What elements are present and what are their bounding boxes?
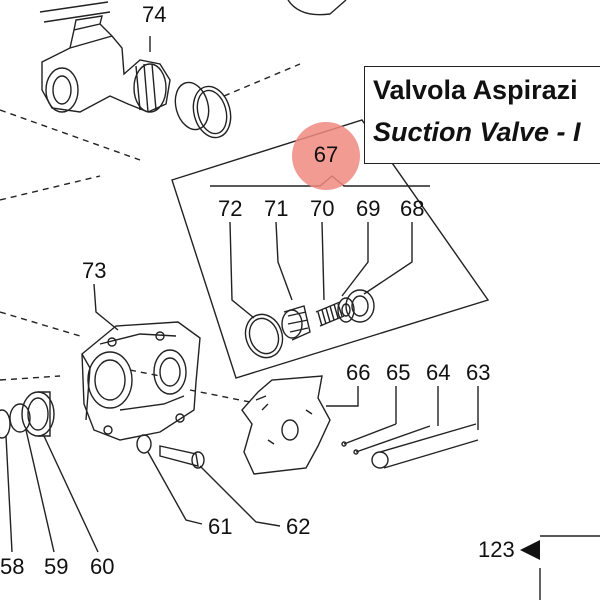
label-64: 64 <box>426 360 450 385</box>
label-58: 58 <box>0 554 24 579</box>
part-73-pump-head <box>81 321 201 441</box>
top-part-fragment <box>287 0 347 16</box>
valve-leaders <box>229 221 413 319</box>
label-61: 61 <box>208 514 232 539</box>
part-66-plate <box>241 375 331 475</box>
leader-66 <box>326 386 359 407</box>
part-72-oring <box>244 313 284 359</box>
label-68: 68 <box>400 196 424 221</box>
reference-label: 123 <box>478 537 515 562</box>
leader-73 <box>93 283 119 331</box>
part-64-pin <box>353 425 431 455</box>
label-62: 62 <box>286 514 310 539</box>
part-62-bolt <box>159 445 205 469</box>
part-74-manifold <box>41 15 171 113</box>
bolt-leaders <box>147 451 281 527</box>
label-69: 69 <box>356 196 380 221</box>
alignment-lines <box>0 63 301 403</box>
part-58-ring <box>0 409 11 439</box>
title-english: Suction Valve - I <box>373 117 581 147</box>
reference-frame <box>539 535 600 600</box>
label-71: 71 <box>264 196 288 221</box>
label-66: 66 <box>346 360 370 385</box>
part-71-valve-cage <box>281 305 311 341</box>
part-65-pin <box>341 423 397 447</box>
label-59: 59 <box>44 554 68 579</box>
part-70-spring <box>315 301 345 327</box>
part-68-seat <box>345 289 375 323</box>
reference-arrow <box>520 540 540 560</box>
label-74: 74 <box>142 2 166 27</box>
part-63-rod <box>371 423 479 469</box>
pin-leaders <box>395 386 479 430</box>
part-59-ring <box>9 403 31 433</box>
label-63: 63 <box>466 360 490 385</box>
part-60-seal <box>21 391 55 437</box>
title-box: Valvola Aspirazi Suction Valve - I <box>364 66 600 164</box>
label-73: 73 <box>82 258 106 283</box>
seal-leaders <box>5 429 99 553</box>
label-65: 65 <box>386 360 410 385</box>
title-italian: Valvola Aspirazi <box>373 75 578 105</box>
part-61-ring <box>136 434 152 454</box>
part-74-orings <box>174 81 232 139</box>
top-left-fragment <box>39 1 111 23</box>
label-72: 72 <box>218 196 242 221</box>
label-60: 60 <box>90 554 114 579</box>
callout-label: 67 <box>313 142 339 167</box>
label-70: 70 <box>310 196 334 221</box>
highlight-callout <box>292 122 360 190</box>
